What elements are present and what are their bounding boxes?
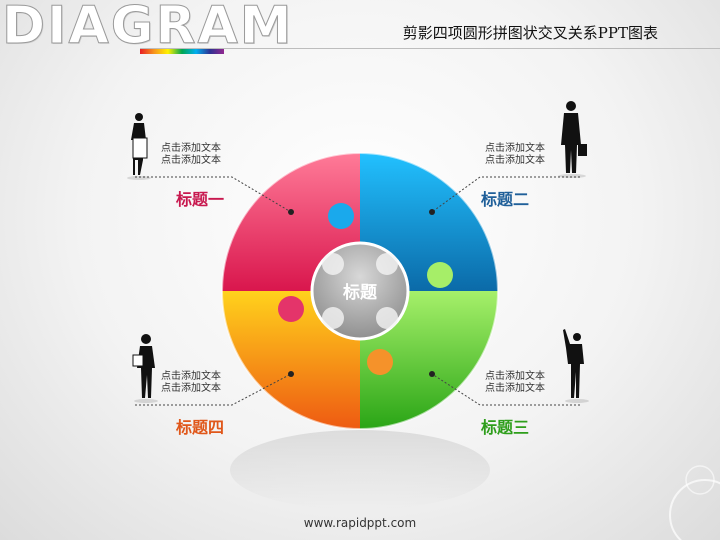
puzzle-tab-blue	[328, 203, 354, 229]
item-3-line-1: 点击添加文本	[485, 371, 545, 382]
connector-4	[135, 373, 292, 406]
silhouette-woman-icon	[131, 113, 148, 175]
footer-url: www.rapidppt.com	[303, 516, 417, 530]
puzzle-tab-red	[278, 296, 304, 322]
item-2-line-2: 点击添加文本	[485, 155, 545, 166]
item-2-line-1: 点击添加文本	[485, 143, 545, 154]
connector-dot-3	[429, 371, 435, 377]
item-3-text: 点击添加文本 点击添加文本	[485, 371, 575, 395]
item-2-text: 点击添加文本 点击添加文本	[485, 143, 575, 167]
silhouette-businessman-icon	[561, 101, 587, 173]
connector-dot-2	[429, 209, 435, 215]
heading-3: 标题三	[481, 418, 530, 437]
item-4-line-1: 点击添加文本	[161, 371, 221, 382]
title-rule	[140, 48, 720, 49]
item-3-line-2: 点击添加文本	[485, 383, 545, 394]
connector-dot-1	[288, 209, 294, 215]
diagram-reflection	[230, 430, 490, 510]
heading-4: 标题四	[176, 418, 225, 437]
connector-3	[431, 373, 580, 406]
silhouette-woman-waving-icon	[563, 329, 584, 398]
item-1-text: 点击添加文本 点击添加文本	[161, 143, 251, 167]
heading-1: 标题一	[176, 190, 225, 209]
item-4-text: 点击添加文本 点击添加文本	[161, 371, 251, 395]
item-1-line-2: 点击添加文本	[161, 155, 221, 166]
connector-dot-4	[288, 371, 294, 377]
puzzle-tab-orange	[367, 349, 393, 375]
puzzle-tab-green	[427, 262, 453, 288]
item-4-line-2: 点击添加文本	[161, 383, 221, 394]
page-title: 剪影四项圆形拼图状交叉关系PPT图表	[402, 24, 658, 42]
rainbow-bar	[140, 49, 224, 54]
heading-2: 标题二	[481, 190, 530, 209]
center-label: 标题	[343, 282, 378, 303]
item-1-line-1: 点击添加文本	[161, 143, 221, 154]
diagram-logo: DIAGRAM	[1, 0, 294, 57]
silhouette-man-papers-icon	[132, 334, 155, 398]
connector-2	[431, 176, 580, 213]
connector-1	[135, 176, 292, 213]
